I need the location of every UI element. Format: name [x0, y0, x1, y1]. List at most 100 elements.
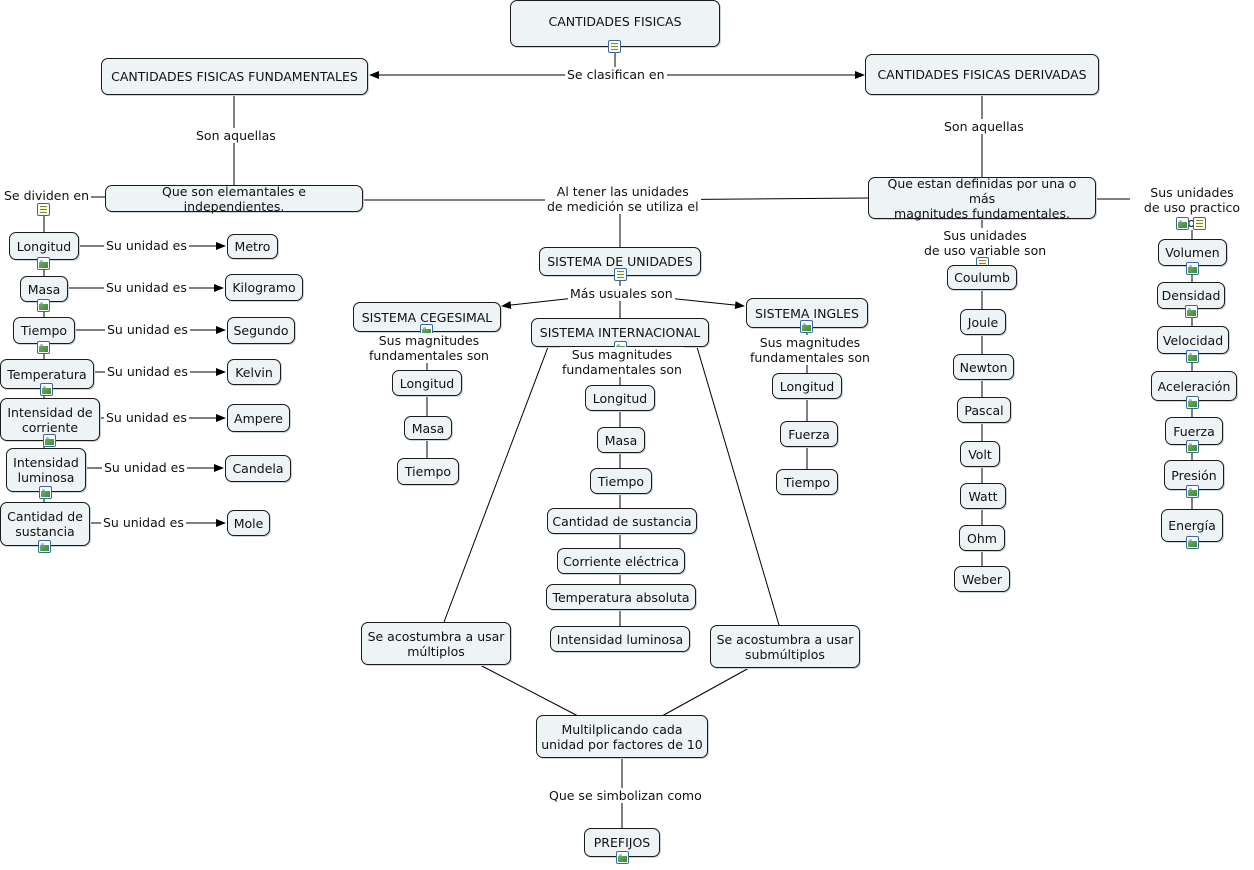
variable-unit-joule[interactable]: Joule — [960, 309, 1006, 335]
fund-quantity-intensidad-luminosa[interactable]: Intensidad luminosa — [6, 448, 86, 492]
node-derivadas[interactable]: CANTIDADES FISICAS DERIVADAS — [865, 54, 1099, 95]
document-icon[interactable] — [37, 203, 50, 216]
node-label: Energía — [1168, 518, 1216, 533]
si-item-masa[interactable]: Masa — [597, 427, 645, 453]
node-label: Masa — [27, 281, 61, 297]
node-label: Volt — [968, 446, 992, 462]
node-label: Intensidad luminosa — [13, 455, 79, 485]
si-item-longitud[interactable]: Longitud — [585, 385, 655, 411]
ingles-item-tiempo[interactable]: Tiempo — [776, 469, 838, 495]
image-icon[interactable] — [1186, 440, 1199, 453]
cgs-item-tiempo[interactable]: Tiempo — [397, 458, 459, 485]
image-icon[interactable] — [800, 320, 813, 333]
variable-unit-newton[interactable]: Newton — [953, 354, 1014, 380]
video-icon[interactable] — [1193, 217, 1206, 230]
node-label: Mole — [233, 515, 264, 531]
fund-quantity-longitud[interactable]: Longitud — [9, 232, 79, 260]
node-label: Temperatura — [7, 366, 87, 382]
node-label: Kilogramo — [232, 280, 296, 295]
si-item-tiempo[interactable]: Tiempo — [590, 468, 652, 494]
ingles-item-fuerza[interactable]: Fuerza — [780, 421, 838, 447]
practico-unit-aceleracion[interactable]: Aceleración — [1151, 371, 1237, 401]
phrase-su-unidad: Su unidad es — [104, 238, 189, 253]
phrase-al-tener: Al tener las unidades de medición se uti… — [545, 184, 701, 214]
phrase-su-unidad: Su unidad es — [104, 410, 189, 425]
variable-unit-coulumb[interactable]: Coulumb — [947, 265, 1017, 290]
node-label: Weber — [961, 571, 1003, 587]
image-icon[interactable] — [39, 486, 52, 499]
node-label: Pascal — [964, 402, 1004, 418]
variable-unit-weber[interactable]: Weber — [954, 566, 1010, 592]
image-icon[interactable] — [1186, 536, 1199, 549]
practico-unit-energia[interactable]: Energía — [1161, 509, 1223, 542]
node-multiplos[interactable]: Se acostumbra a usar múltiplos — [361, 622, 511, 665]
phrase-su-unidad: Su unidad es — [104, 280, 189, 295]
image-icon[interactable] — [38, 540, 51, 553]
fund-quantity-temperatura[interactable]: Temperatura — [0, 359, 94, 389]
phrase-se-dividen: Se dividen en — [2, 188, 92, 203]
node-label: Aceleración — [1157, 378, 1231, 394]
document-icon[interactable] — [614, 268, 627, 281]
node-definidas[interactable]: Que estan definidas por una o más magnit… — [868, 176, 1096, 221]
node-label: CANTIDADES FISICAS FUNDAMENTALES — [111, 69, 358, 84]
cgs-item-longitud[interactable]: Longitud — [392, 370, 462, 396]
unit-candela[interactable]: Candela — [225, 455, 291, 482]
fund-quantity-masa[interactable]: Masa — [20, 276, 68, 302]
image-icon[interactable] — [40, 383, 53, 396]
image-icon[interactable] — [1186, 485, 1199, 498]
phrase-uso-practico: Sus unidades de uso practico son — [1130, 185, 1254, 230]
practico-unit-volumen[interactable]: Volumen — [1158, 239, 1227, 266]
unit-ampere[interactable]: Ampere — [227, 404, 290, 432]
unit-segundo[interactable]: Segundo — [227, 317, 295, 344]
node-label: Tiempo — [783, 474, 831, 490]
phrase-su-unidad: Su unidad es — [105, 364, 190, 379]
image-icon[interactable] — [1176, 217, 1189, 230]
unit-metro[interactable]: Metro — [227, 234, 278, 259]
fund-quantity-tiempo[interactable]: Tiempo — [13, 317, 75, 344]
si-item-intensidad-luminosa[interactable]: Intensidad luminosa — [550, 626, 690, 652]
node-label: Densidad — [1161, 288, 1221, 303]
image-icon[interactable] — [1186, 350, 1199, 363]
image-icon[interactable] — [1186, 396, 1199, 409]
image-icon[interactable] — [1186, 262, 1199, 275]
unit-mole[interactable]: Mole — [227, 510, 270, 536]
practico-unit-presion[interactable]: Presión — [1164, 460, 1224, 490]
practico-unit-fuerza[interactable]: Fuerza — [1165, 417, 1223, 445]
ingles-item-longitud[interactable]: Longitud — [772, 373, 842, 399]
node-label: Presión — [1171, 467, 1217, 483]
variable-unit-ohm[interactable]: Ohm — [959, 525, 1005, 551]
image-icon[interactable] — [37, 299, 50, 312]
node-label: Que son elemantales e independientes. — [162, 183, 306, 214]
si-item-cantidad-sustancia[interactable]: Cantidad de sustancia — [547, 508, 697, 534]
practico-unit-densidad[interactable]: Densidad — [1157, 282, 1225, 309]
node-label: Velocidad — [1162, 332, 1224, 348]
image-icon[interactable] — [37, 257, 50, 270]
unit-kelvin[interactable]: Kelvin — [227, 359, 281, 385]
variable-unit-watt[interactable]: Watt — [960, 483, 1006, 509]
node-label: SISTEMA DE UNIDADES — [547, 254, 693, 269]
variable-unit-pascal[interactable]: Pascal — [957, 397, 1011, 423]
node-label: Intensidad luminosa — [556, 631, 684, 647]
image-icon[interactable] — [37, 341, 50, 354]
si-item-temperatura-absoluta[interactable]: Temperatura absoluta — [546, 584, 696, 610]
image-icon[interactable] — [43, 434, 56, 447]
unit-kilogramo[interactable]: Kilogramo — [225, 274, 303, 301]
node-sistema-unidades[interactable]: SISTEMA DE UNIDADES — [539, 247, 701, 276]
node-label: CANTIDADES FISICAS DERIVADAS — [877, 67, 1087, 82]
node-label: Volumen — [1165, 245, 1220, 260]
phrase-su-unidad: Su unidad es — [101, 515, 186, 530]
image-icon[interactable] — [1185, 305, 1198, 318]
phrase-uso-variable: Sus unidades de uso variable son — [922, 228, 1049, 258]
cgs-item-masa[interactable]: Masa — [404, 416, 452, 440]
node-fundamentales[interactable]: CANTIDADES FISICAS FUNDAMENTALES — [101, 58, 368, 95]
node-multiplicando[interactable]: Multilplicando cada unidad por factores … — [536, 715, 708, 758]
variable-unit-volt[interactable]: Volt — [960, 441, 1000, 467]
node-label: Cantidad de sustancia — [552, 513, 692, 529]
node-label: Ohm — [967, 530, 997, 546]
node-elementales[interactable]: Que son elemantales e independientes. — [105, 183, 363, 214]
document-icon[interactable] — [608, 40, 621, 53]
node-label: Tiempo — [597, 473, 645, 489]
si-item-corriente-electrica[interactable]: Corriente eléctrica — [557, 548, 685, 574]
image-icon[interactable] — [616, 851, 629, 864]
node-submultiplos[interactable]: Se acostumbra a usar submúltiplos — [710, 625, 860, 668]
